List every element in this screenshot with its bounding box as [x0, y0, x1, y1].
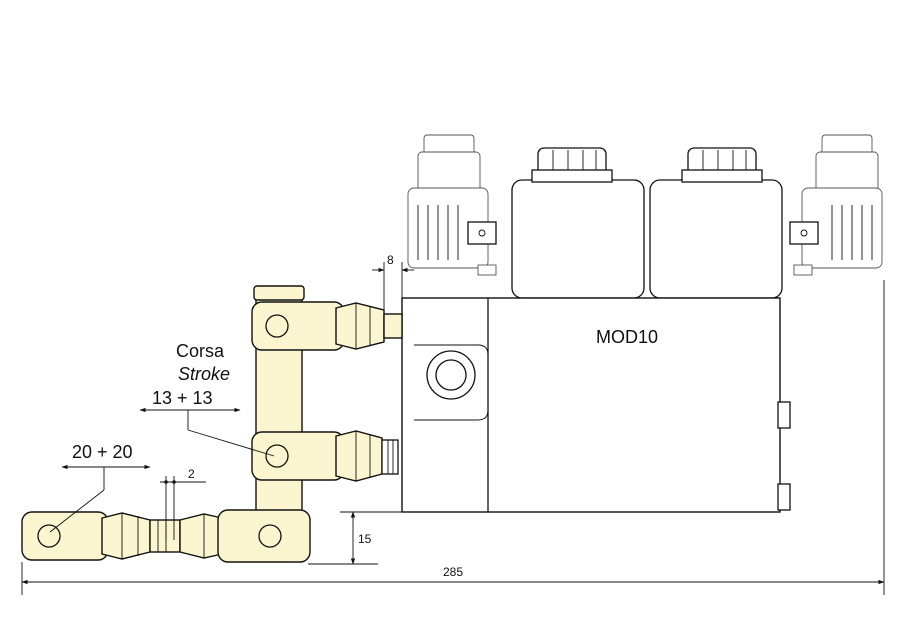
right-coil — [649, 147, 783, 299]
gap-dimension: 2 — [188, 467, 195, 481]
stroke-value: 13 + 13 — [152, 388, 213, 408]
right-connector — [789, 134, 883, 276]
middle-rod-end — [251, 430, 399, 482]
lower-rod — [21, 509, 311, 563]
valve-body — [401, 297, 791, 513]
linkage-assembly — [21, 285, 403, 563]
model-label: MOD10 — [596, 327, 658, 347]
total-length-dimension: 285 — [443, 565, 463, 579]
height-dimension: 15 — [358, 532, 372, 546]
left-coil — [511, 147, 645, 299]
left-connector — [407, 134, 497, 276]
dimension-lines — [21, 262, 885, 595]
port-offset-dimension: 8 — [387, 253, 394, 267]
solenoid-coils — [407, 134, 883, 299]
stroke-label-en: Stroke — [178, 364, 230, 384]
stroke-label-it: Corsa — [176, 341, 225, 361]
top-rod-end — [251, 301, 403, 351]
rod-travel-value: 20 + 20 — [72, 442, 133, 462]
